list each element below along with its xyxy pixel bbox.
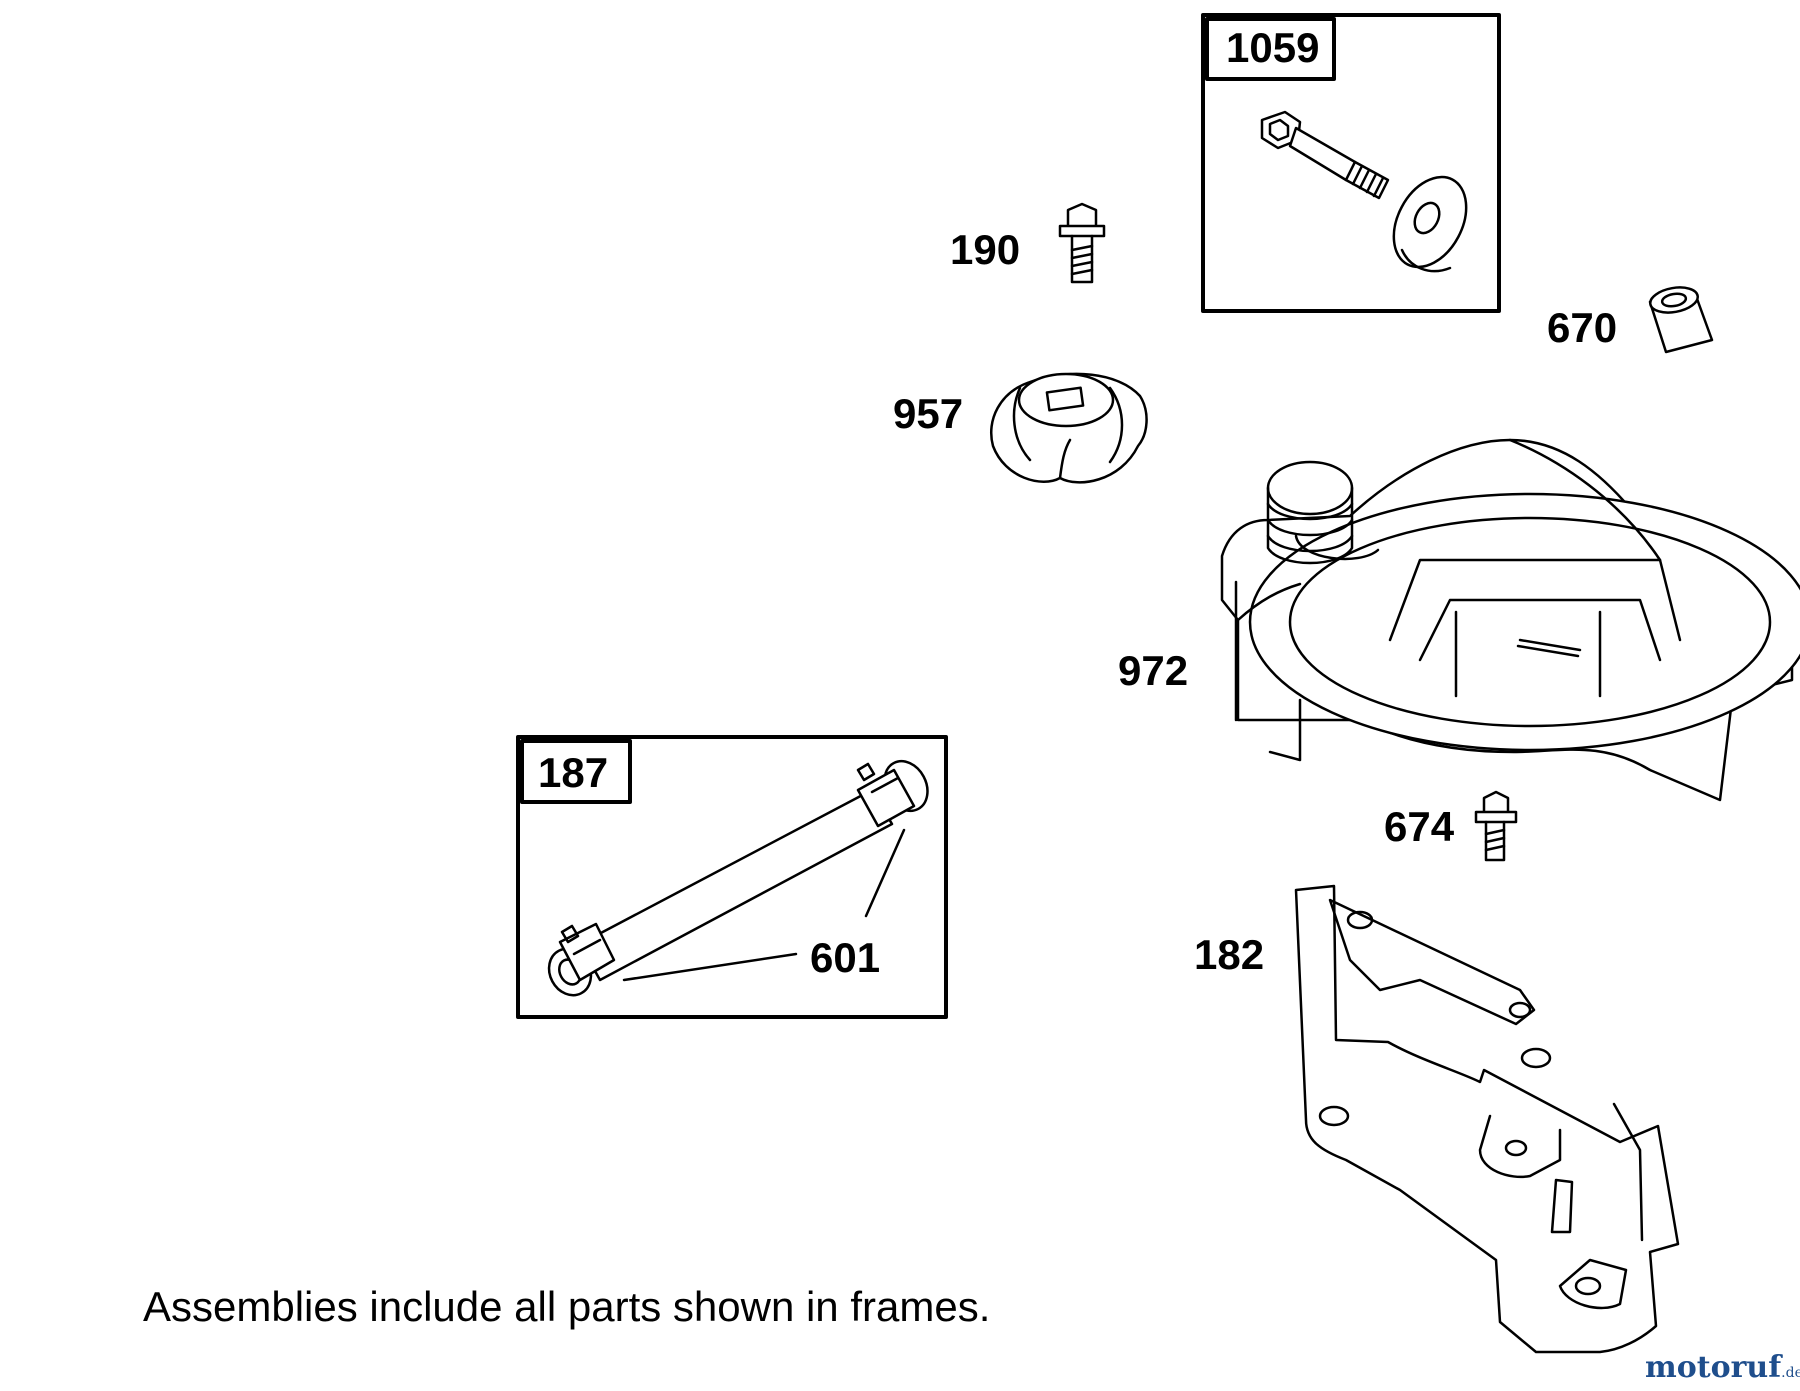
part-1059-shoulder-bolt xyxy=(1260,110,1390,200)
part-670-sleeve xyxy=(1648,286,1714,354)
part-1059-washer xyxy=(1392,175,1468,273)
watermark-text: motoruf xyxy=(1645,1350,1782,1385)
assemblies-note: Assemblies include all parts shown in fr… xyxy=(143,1283,991,1330)
watermark-logo: motoruf.de xyxy=(1645,1350,1800,1385)
part-190-screw xyxy=(1058,202,1106,284)
part-957-fuel-cap xyxy=(990,372,1148,484)
callout-601: 601 xyxy=(810,934,881,981)
part-182-bracket xyxy=(1294,884,1680,1354)
callout-182: 182 xyxy=(1194,931,1265,978)
callout-957: 957 xyxy=(893,390,964,437)
callout-190: 190 xyxy=(950,226,1021,273)
callout-674: 674 xyxy=(1384,803,1455,850)
part-674-screw xyxy=(1474,790,1518,862)
frame-label-1059: 1059 xyxy=(1226,24,1320,71)
assembly-frame-187 xyxy=(516,735,948,1019)
leader-lines-601 xyxy=(622,828,906,982)
frame-label-187: 187 xyxy=(538,749,609,796)
callout-972: 972 xyxy=(1118,647,1189,694)
part-972-blower-housing xyxy=(1220,438,1800,802)
callout-670: 670 xyxy=(1547,304,1618,351)
part-187-fuel-line xyxy=(547,759,929,997)
watermark-suffix: .de xyxy=(1781,1365,1800,1381)
assembly-frame-1059 xyxy=(1201,13,1501,313)
